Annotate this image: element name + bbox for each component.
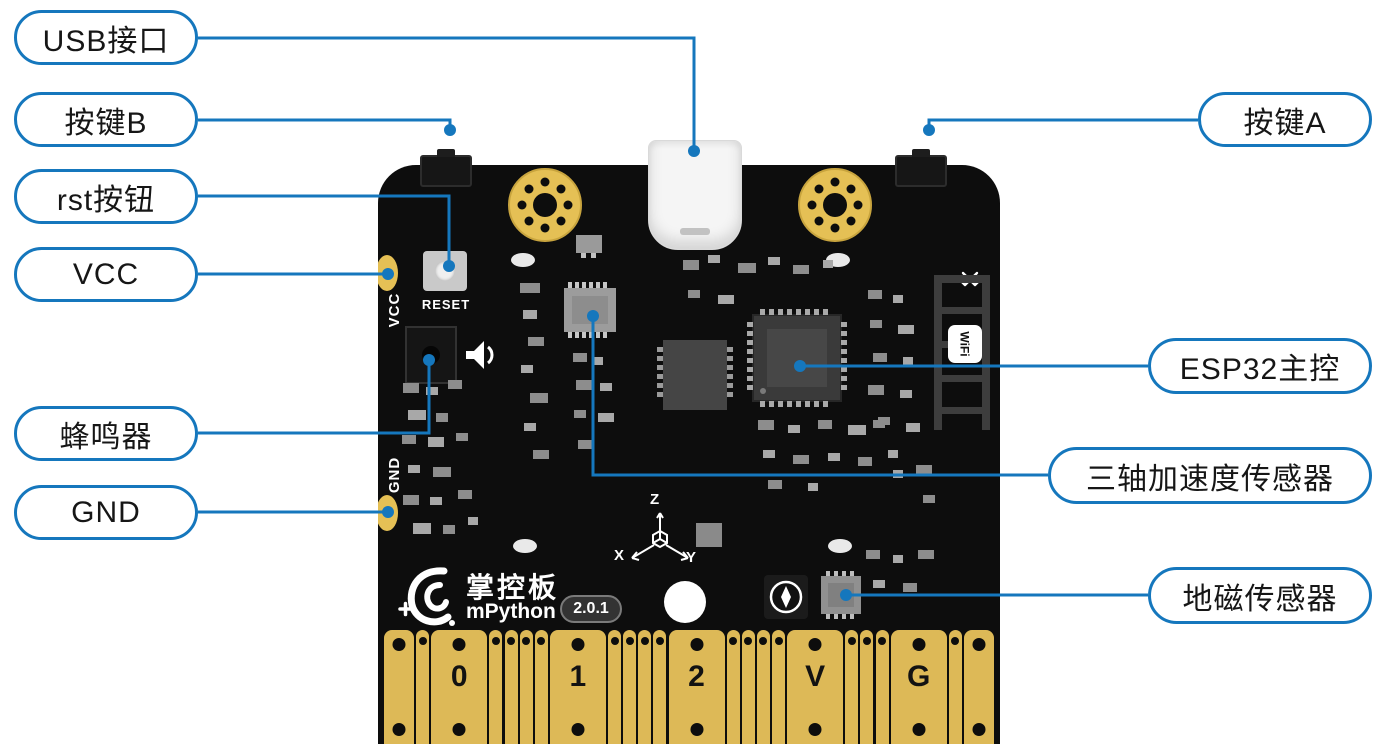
flash-chip bbox=[657, 340, 733, 410]
bottom-hole bbox=[664, 581, 706, 623]
usb-inner-tongue bbox=[680, 228, 710, 235]
button-b bbox=[420, 155, 472, 187]
edge-pad bbox=[384, 630, 414, 744]
callout-usb-port: USB接口 bbox=[14, 10, 198, 65]
esp32-chip bbox=[747, 309, 847, 407]
edge-connector: 0 1 2 V G bbox=[384, 630, 994, 744]
callout-rst-button: rst按钮 bbox=[14, 169, 198, 224]
edge-pad bbox=[948, 630, 962, 744]
axis-indicator bbox=[631, 512, 689, 561]
small-ic bbox=[696, 523, 722, 547]
callout-vcc: VCC bbox=[14, 247, 198, 302]
edge-pad bbox=[653, 630, 667, 744]
dot-button-b bbox=[444, 124, 456, 136]
edge-pad bbox=[489, 630, 503, 744]
edge-pad bbox=[845, 630, 859, 744]
line-usb bbox=[198, 36, 696, 148]
edge-pad bbox=[638, 630, 652, 744]
callout-esp32: ESP32主控 bbox=[1148, 338, 1372, 394]
accelerometer-chip bbox=[564, 282, 616, 338]
edge-pad bbox=[963, 630, 994, 744]
reset-button bbox=[423, 251, 467, 291]
buzzer-component bbox=[405, 326, 457, 384]
wifi-badge: WiFi bbox=[948, 325, 982, 363]
axis-x-label: X bbox=[614, 547, 625, 564]
button-a bbox=[895, 155, 947, 187]
edge-pad-1: 1 bbox=[549, 630, 606, 744]
callout-buzzer: 蜂鸣器 bbox=[14, 406, 198, 461]
reset-label: RESET bbox=[421, 297, 471, 312]
magnetometer-chip bbox=[821, 571, 861, 619]
edge-pad bbox=[504, 630, 518, 744]
axis-z-label: Z bbox=[650, 491, 660, 508]
axis-y-label: Y bbox=[686, 549, 697, 566]
edge-pad bbox=[534, 630, 548, 744]
edge-pad bbox=[875, 630, 889, 744]
edge-pad bbox=[772, 630, 785, 744]
edge-pad-2: 2 bbox=[668, 630, 725, 744]
brand-name-cn: 掌控板 bbox=[466, 572, 560, 603]
edge-pad-v: V bbox=[787, 630, 844, 744]
usb-c-connector bbox=[648, 140, 742, 250]
regulator-chip bbox=[576, 235, 602, 258]
mpython-board: RESET VCC GND WiFi Z X Y 掌控板 mPython 2.0… bbox=[378, 140, 1000, 744]
edge-pad bbox=[608, 630, 621, 744]
line-button-a bbox=[927, 118, 1198, 127]
line-button-b bbox=[198, 118, 452, 127]
compass-icon bbox=[764, 575, 808, 619]
mount-hole-right bbox=[798, 168, 872, 242]
smd-ovals bbox=[511, 253, 852, 553]
edge-pad bbox=[756, 630, 770, 744]
callout-magnetometer: 地磁传感器 bbox=[1148, 567, 1372, 624]
gnd-side-label: GND bbox=[386, 456, 403, 494]
callout-accelerometer: 三轴加速度传感器 bbox=[1048, 447, 1372, 504]
dot-button-a bbox=[923, 124, 935, 136]
edge-pad bbox=[741, 630, 755, 744]
speaker-icon bbox=[466, 341, 494, 369]
callout-button-a: 按键A bbox=[1198, 92, 1372, 147]
edge-pad-g: G bbox=[890, 630, 947, 744]
edge-pad bbox=[860, 630, 874, 744]
mount-hole-left bbox=[508, 168, 582, 242]
wifi-badge-label: WiFi bbox=[958, 331, 972, 357]
edge-pad bbox=[519, 630, 533, 744]
brand-logo-icon bbox=[398, 567, 455, 626]
brand-name-en: mPython bbox=[466, 600, 556, 623]
vcc-side-label: VCC bbox=[386, 292, 403, 328]
version-badge: 2.0.1 bbox=[560, 595, 622, 623]
edge-pad bbox=[623, 630, 637, 744]
edge-pad-0: 0 bbox=[431, 630, 488, 744]
edge-pad bbox=[416, 630, 430, 744]
callout-button-b: 按键B bbox=[14, 92, 198, 147]
edge-pad bbox=[726, 630, 740, 744]
callout-gnd: GND bbox=[14, 485, 198, 540]
